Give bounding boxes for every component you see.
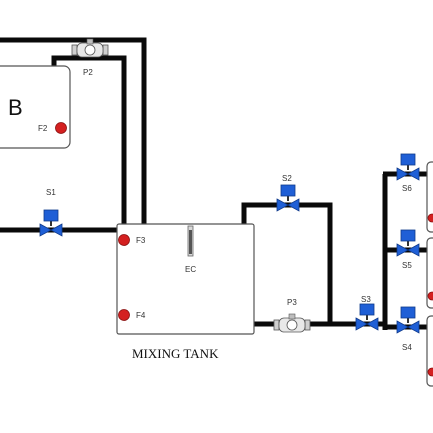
solenoid-valve-s2-icon [276, 184, 300, 212]
solenoid-valve-s4-icon [396, 306, 420, 334]
grow-trays [426, 161, 433, 387]
solenoid-valve-s3-icon [355, 303, 379, 331]
pipe-p2-line [51, 55, 127, 226]
valve-s1-label: S1 [46, 188, 56, 197]
valve-s4-label: S4 [402, 343, 412, 352]
pump-p3: P3 [273, 298, 311, 333]
pipe-top-loop [0, 37, 147, 226]
pump-p3-icon [273, 313, 311, 333]
valve-s6-label: S6 [402, 184, 412, 193]
valve-s6: S6 [396, 153, 420, 193]
mixing-tank: F3 F4 EC MIXING TANK [116, 223, 255, 361]
valve-s3: S3 [355, 295, 379, 331]
valve-s4: S4 [396, 306, 420, 352]
ec-sensor-label: EC [185, 265, 196, 274]
pump-p2-icon [71, 38, 109, 58]
float-switch-f4-icon [118, 309, 130, 321]
valve-s5: S5 [396, 229, 420, 270]
ec-sensor-icon [187, 225, 194, 257]
pump-p2: P2 [71, 38, 109, 77]
float-switch-f3-label: F3 [136, 236, 146, 245]
float-switch-f4-label: F4 [136, 311, 146, 320]
mixing-tank-body [116, 223, 255, 335]
tank-b-letter: B [8, 95, 23, 120]
pump-p3-label: P3 [287, 298, 297, 307]
solenoid-valve-s5-icon [396, 229, 420, 257]
grow-tray-top-float-icon [427, 213, 433, 223]
valve-s2: S2 [276, 174, 300, 212]
valve-s3-label: S3 [361, 295, 371, 304]
grow-tray-middle [426, 237, 433, 309]
float-switch-f3-icon [118, 234, 130, 246]
grow-tray-bottom-float-icon [427, 367, 433, 377]
valve-s2-label: S2 [282, 174, 292, 183]
valve-s1: S1 [39, 188, 63, 237]
pump-p2-label: P2 [83, 68, 93, 77]
solenoid-valve-s1-icon [39, 209, 63, 237]
float-switch-f2-label: F2 [38, 124, 48, 133]
grow-tray-middle-float-icon [427, 291, 433, 301]
float-switch-f2-icon [55, 122, 67, 134]
mixing-tank-caption: MIXING TANK [132, 346, 219, 361]
tank-b-body [0, 65, 71, 149]
solenoid-valve-s6-icon [396, 153, 420, 181]
valve-s5-label: S5 [402, 261, 412, 270]
tank-b: B F2 [0, 65, 71, 149]
